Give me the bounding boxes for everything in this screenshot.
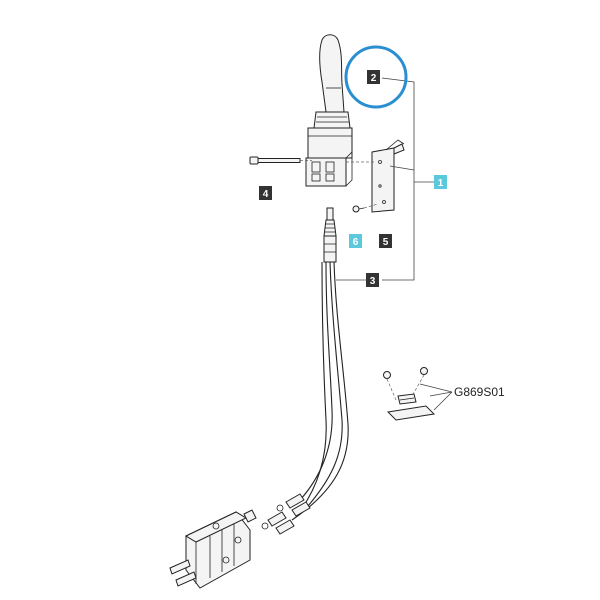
callout-3[interactable]: 3 — [366, 273, 379, 287]
cable-end-fitting — [323, 207, 337, 263]
bracket-part — [346, 139, 405, 213]
control-cables — [291, 261, 349, 521]
svg-text:2: 2 — [371, 73, 377, 84]
screw-part — [352, 203, 379, 213]
bolt-part — [249, 156, 312, 165]
callout-1[interactable]: 1 — [434, 175, 447, 189]
callout-6[interactable]: 6 — [349, 234, 362, 248]
svg-text:1: 1 — [438, 178, 444, 189]
callout-leaders — [336, 77, 434, 281]
svg-text:4: 4 — [263, 189, 269, 200]
hydraulic-valve-block — [169, 509, 257, 589]
highlight-circle — [344, 45, 408, 109]
mounting-kit — [383, 367, 453, 421]
callout-4[interactable]: 4 — [259, 186, 272, 200]
joystick-handle — [305, 34, 353, 187]
callout-5[interactable]: 5 — [379, 234, 392, 248]
cable-connectors — [261, 493, 311, 535]
callout-2[interactable]: 2 — [367, 70, 380, 84]
svg-text:6: 6 — [353, 237, 359, 248]
svg-text:5: 5 — [383, 237, 389, 248]
svg-text:3: 3 — [370, 276, 376, 287]
reference-label[interactable]: G869S01 — [454, 385, 505, 399]
